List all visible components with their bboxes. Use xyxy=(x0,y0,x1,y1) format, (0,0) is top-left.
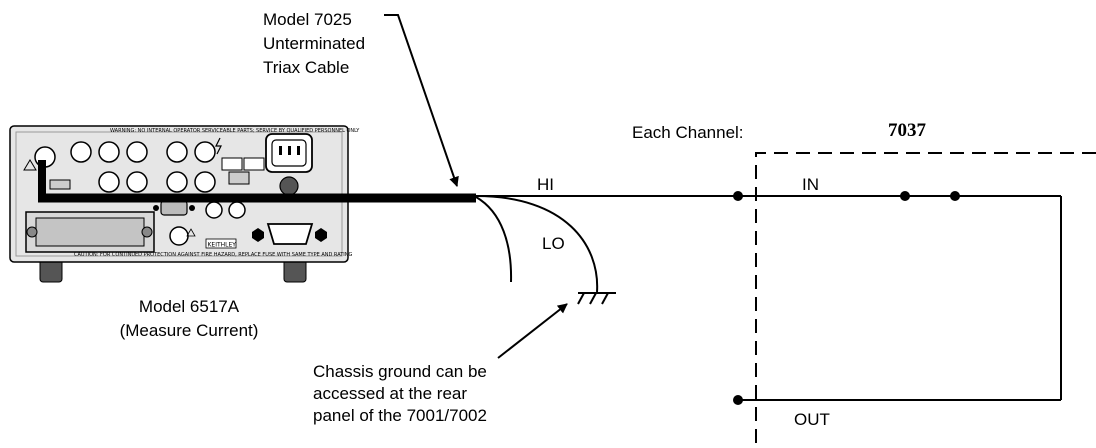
brand-text: KEITHLEY xyxy=(208,242,237,249)
ground-note-line3: panel of the 7001/7002 xyxy=(313,406,487,425)
line-voltage-switch xyxy=(221,157,243,171)
lo-label: LO xyxy=(542,234,565,253)
card-7037-boundary xyxy=(755,152,1096,448)
card-model-label: 7037 xyxy=(888,120,927,141)
ground-note-line1: Chassis ground can be xyxy=(313,362,487,381)
cable-label-line3: Triax Cable xyxy=(263,58,349,77)
hi-label: HI xyxy=(537,175,554,194)
out-connection-node xyxy=(733,395,743,405)
instrument-label-line1: Model 6517A xyxy=(139,297,240,316)
ground-note-line2: accessed at the rear xyxy=(313,384,467,403)
slide-switch xyxy=(228,171,250,185)
brand-plate xyxy=(205,238,237,249)
connector-11 xyxy=(228,201,246,219)
in-label: IN xyxy=(802,175,819,194)
rs232-connector xyxy=(160,200,188,216)
fuse-holder xyxy=(279,176,299,196)
ground-callout-arrow xyxy=(497,303,568,359)
connector-1 xyxy=(70,141,92,163)
connector-10 xyxy=(205,201,223,219)
ieee-488-connector xyxy=(266,223,314,245)
connector-6 xyxy=(98,171,120,193)
relay-contact-2 xyxy=(950,191,960,201)
cable-shield-wire xyxy=(475,196,513,283)
cable-label-line1: Model 7025 xyxy=(263,10,352,29)
option-card-plate xyxy=(35,217,145,247)
connector-5 xyxy=(194,141,216,163)
slot-screw-left xyxy=(26,226,38,238)
relay-contact-1 xyxy=(900,191,910,201)
connector-2 xyxy=(98,141,120,163)
ground-connector xyxy=(169,226,189,246)
ground-warning-icon xyxy=(186,228,196,237)
instrument-label-line2: (Measure Current) xyxy=(120,321,259,340)
ieee-screw-right xyxy=(315,228,327,242)
connector-3 xyxy=(126,141,148,163)
lo-wire xyxy=(475,195,599,293)
slot-screw-right xyxy=(141,226,153,238)
lightning-icon xyxy=(215,137,222,155)
cable-label-line2: Unterminated xyxy=(263,34,365,53)
connector-9 xyxy=(194,171,216,193)
warning-triangle-icon xyxy=(23,159,37,171)
small-label-block xyxy=(49,179,71,190)
channel-circuit xyxy=(733,191,1062,405)
connector-4 xyxy=(166,141,188,163)
each-channel-label: Each Channel: xyxy=(632,123,744,142)
panel-warning-text: WARNING: NO INTERNAL OPERATOR SERVICEABL… xyxy=(110,128,360,134)
out-label: OUT xyxy=(794,410,830,429)
panel-caution-text: CAUTION: FOR CONTINUED PROTECTION AGAINS… xyxy=(74,252,352,258)
connector-8 xyxy=(166,171,188,193)
chassis-ground-icon xyxy=(577,292,616,305)
connector-7 xyxy=(126,171,148,193)
fuse-label xyxy=(243,157,265,171)
triax-cable xyxy=(38,160,599,293)
instrument-rear-panel: WARNING: NO INTERNAL OPERATOR SERVICEABL… xyxy=(9,125,360,283)
ieee-screw-left xyxy=(252,228,264,242)
cable-callout-arrow xyxy=(384,14,459,187)
